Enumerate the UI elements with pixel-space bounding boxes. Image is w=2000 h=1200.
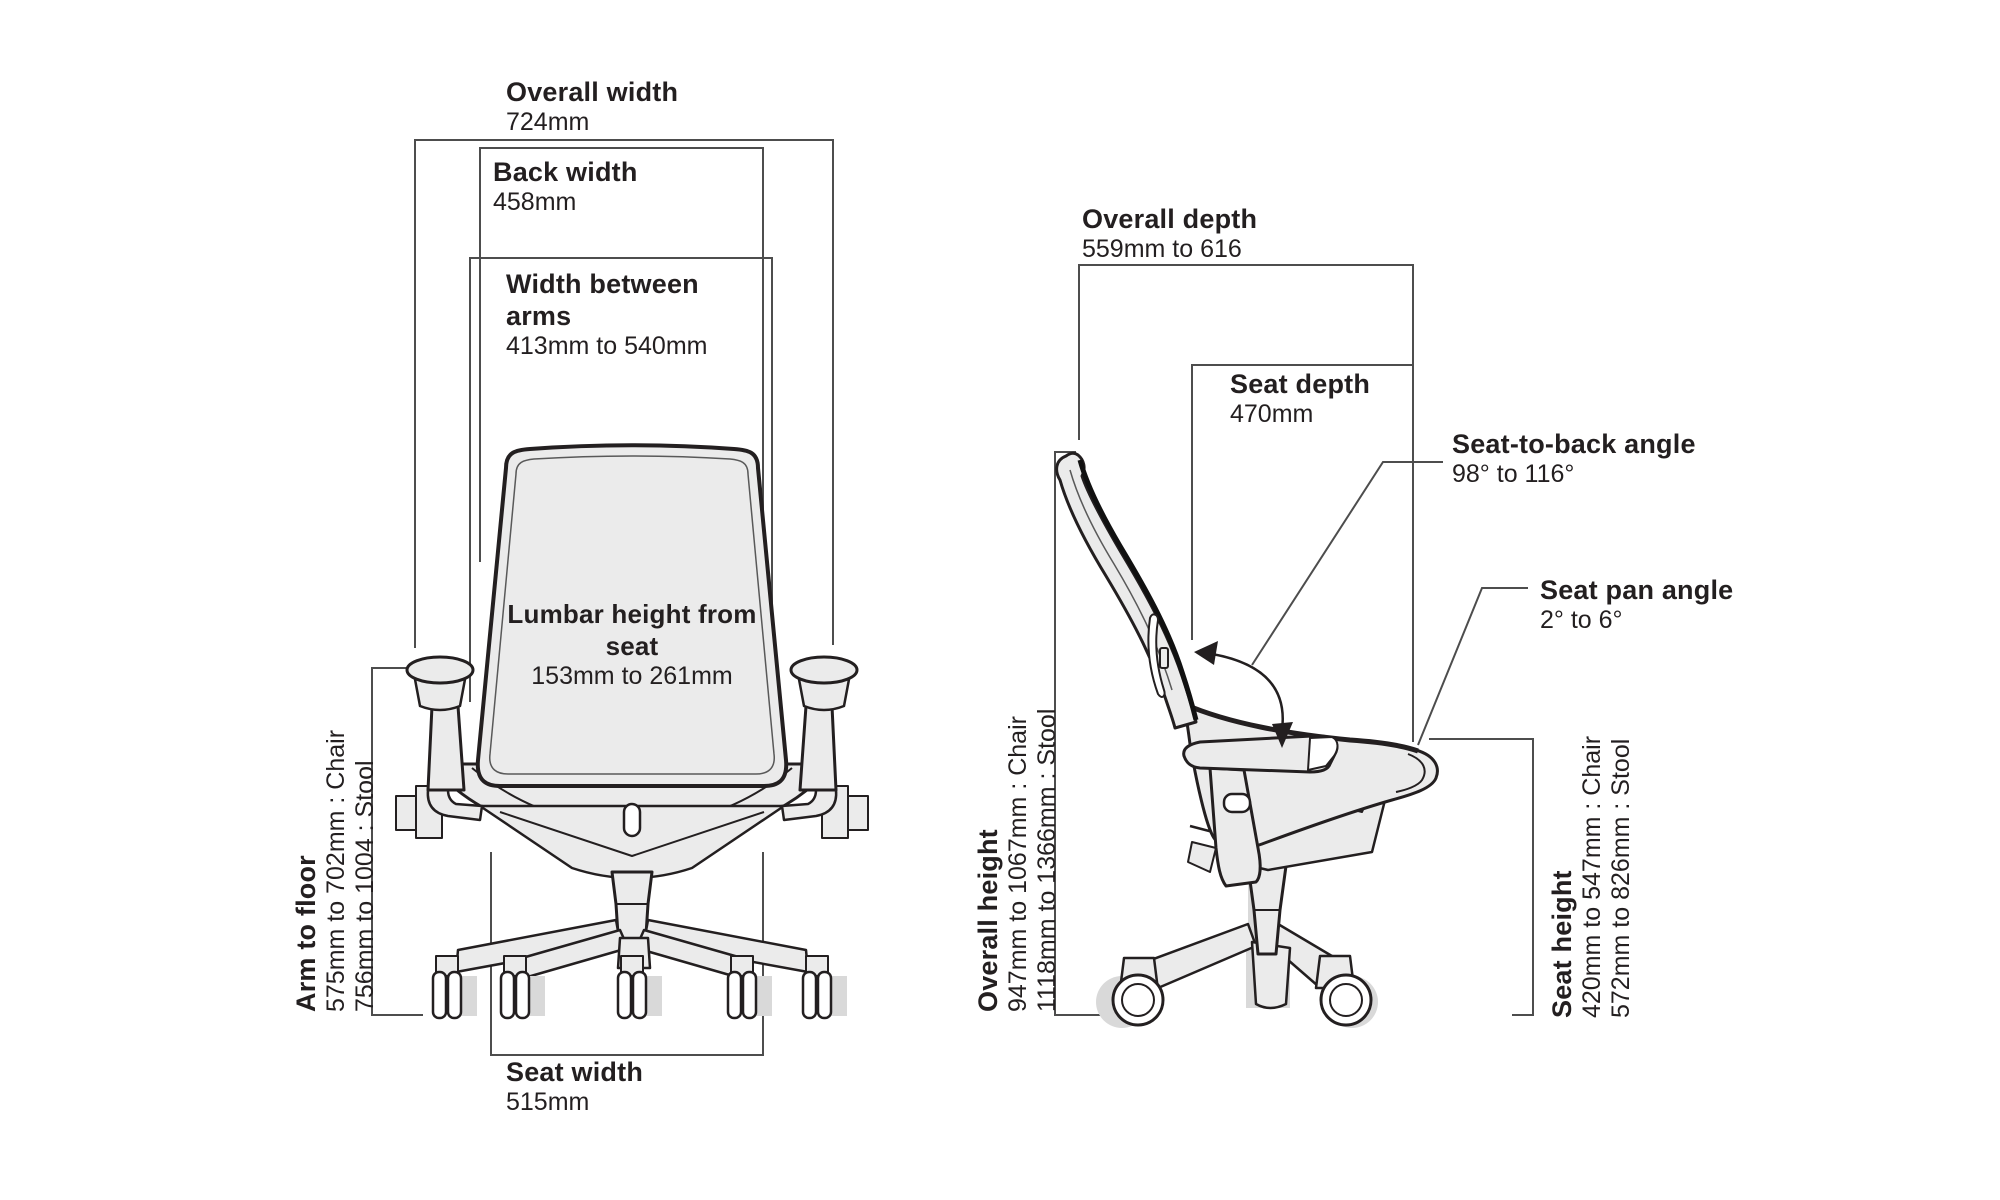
- overall-width-dimension: Overall width 724mm: [506, 76, 678, 137]
- overall-depth-dimension: Overall depth 559mm to 616: [1082, 203, 1257, 264]
- chair-base-side: [1134, 922, 1344, 1010]
- back-width-label: Back width: [493, 157, 638, 187]
- seat-pan-angle-value: 2° to 6°: [1540, 606, 1623, 634]
- chair-backrest-front: [475, 443, 789, 788]
- seat-to-back-angle-label: Seat-to-back angle: [1452, 429, 1696, 459]
- seat-height-label: Seat height: [1547, 870, 1577, 1018]
- chair-base-front: [454, 918, 810, 980]
- width-between-arms-value: 413mm to 540mm: [506, 332, 708, 360]
- leader-line-seat-pan-angle: [1417, 587, 1528, 746]
- arm-to-floor-label: Arm to floor: [291, 855, 321, 1012]
- back-width-dimension: Back width 458mm: [493, 156, 638, 217]
- castor-side-right: [1314, 954, 1373, 1027]
- castors-front: [431, 955, 847, 1020]
- overall-depth-label: Overall depth: [1082, 204, 1258, 234]
- armrest-side: [1182, 734, 1339, 888]
- chair-backrest-side: [1055, 451, 1199, 730]
- castor-side-left: [1111, 956, 1165, 1027]
- width-between-arms-label: Width between arms: [506, 269, 699, 331]
- seat-depth-value: 470mm: [1230, 400, 1314, 428]
- castor: [616, 955, 662, 1020]
- side-view-drawing: [1055, 451, 1439, 1028]
- overall-width-label: Overall width: [506, 77, 679, 107]
- side-view-brackets: [1054, 264, 1534, 1016]
- overall-height-chair-range: 947mm to 1067mm : Chair: [1004, 716, 1032, 1012]
- seat-height-chair-range: 420mm to 547mm : Chair: [1578, 735, 1606, 1018]
- seat-height-dimension: Seat height 420mm to 547mm : Chair 572mm…: [1546, 736, 1636, 1018]
- seat-height-stool-range: 572mm to 826mm : Stool: [1607, 738, 1635, 1018]
- seat-depth-label: Seat depth: [1230, 369, 1371, 399]
- right-armrest: [780, 655, 869, 839]
- dimension-bracket-back-width: [479, 147, 764, 562]
- dimension-bracket-width-between-arms: [469, 257, 773, 702]
- castor: [431, 955, 477, 1020]
- dimension-bracket-seat-height: [1429, 738, 1534, 1016]
- dimension-bracket-overall-height: [1054, 451, 1103, 1016]
- leader-line-seat-to-back-angle: [1251, 461, 1443, 666]
- lumbar-height-dimension: Lumbar height from seat 153mm to 261mm: [492, 598, 772, 691]
- overall-depth-value: 559mm to 616: [1082, 235, 1242, 263]
- seat-width-dimension: Seat width 515mm: [506, 1056, 643, 1117]
- castor: [726, 955, 772, 1020]
- seat-depth-dimension: Seat depth 470mm: [1230, 368, 1370, 429]
- overall-height-dimension: Overall height 947mm to 1067mm : Chair 1…: [972, 709, 1062, 1012]
- dimension-bracket-overall-width: [414, 139, 834, 648]
- castor: [499, 955, 545, 1020]
- seat-pan-angle-label: Seat pan angle: [1540, 575, 1734, 605]
- dimension-bracket-arm-to-floor: [371, 667, 423, 1016]
- seat-width-label: Seat width: [506, 1057, 644, 1087]
- angle-range-arrow: [1194, 641, 1293, 748]
- overall-height-stool-range: 1118mm to 1366mm : Stool: [1033, 708, 1061, 1012]
- seat-pan-angle-dimension: Seat pan angle 2° to 6°: [1540, 574, 1733, 635]
- left-armrest: [395, 655, 484, 839]
- lumbar-height-label: Lumbar height from seat: [507, 599, 757, 661]
- width-between-arms-dimension: Width between arms 413mm to 540mm: [506, 268, 756, 361]
- back-width-value: 458mm: [493, 188, 577, 216]
- overall-width-value: 724mm: [506, 108, 590, 136]
- dimension-bracket-overall-depth: [1078, 264, 1414, 742]
- seat-to-back-angle-dimension: Seat-to-back angle 98° to 116°: [1452, 428, 1696, 489]
- arm-to-floor-dimension: Arm to floor 575mm to 702mm : Chair 756m…: [290, 730, 380, 1012]
- dimension-bracket-seat-depth: [1191, 364, 1413, 640]
- lumbar-height-value: 153mm to 261mm: [531, 662, 733, 690]
- front-view-drawing: [395, 443, 869, 1020]
- arm-to-floor-stool-range: 756mm to 1004 : Stool: [351, 760, 379, 1012]
- overall-height-label: Overall height: [973, 829, 1003, 1012]
- seat-width-value: 515mm: [506, 1088, 590, 1116]
- seat-to-back-angle-value: 98° to 116°: [1452, 460, 1575, 488]
- arm-to-floor-chair-range: 575mm to 702mm : Chair: [322, 729, 350, 1012]
- chair-mechanism-front: [478, 802, 786, 880]
- castor: [801, 955, 847, 1020]
